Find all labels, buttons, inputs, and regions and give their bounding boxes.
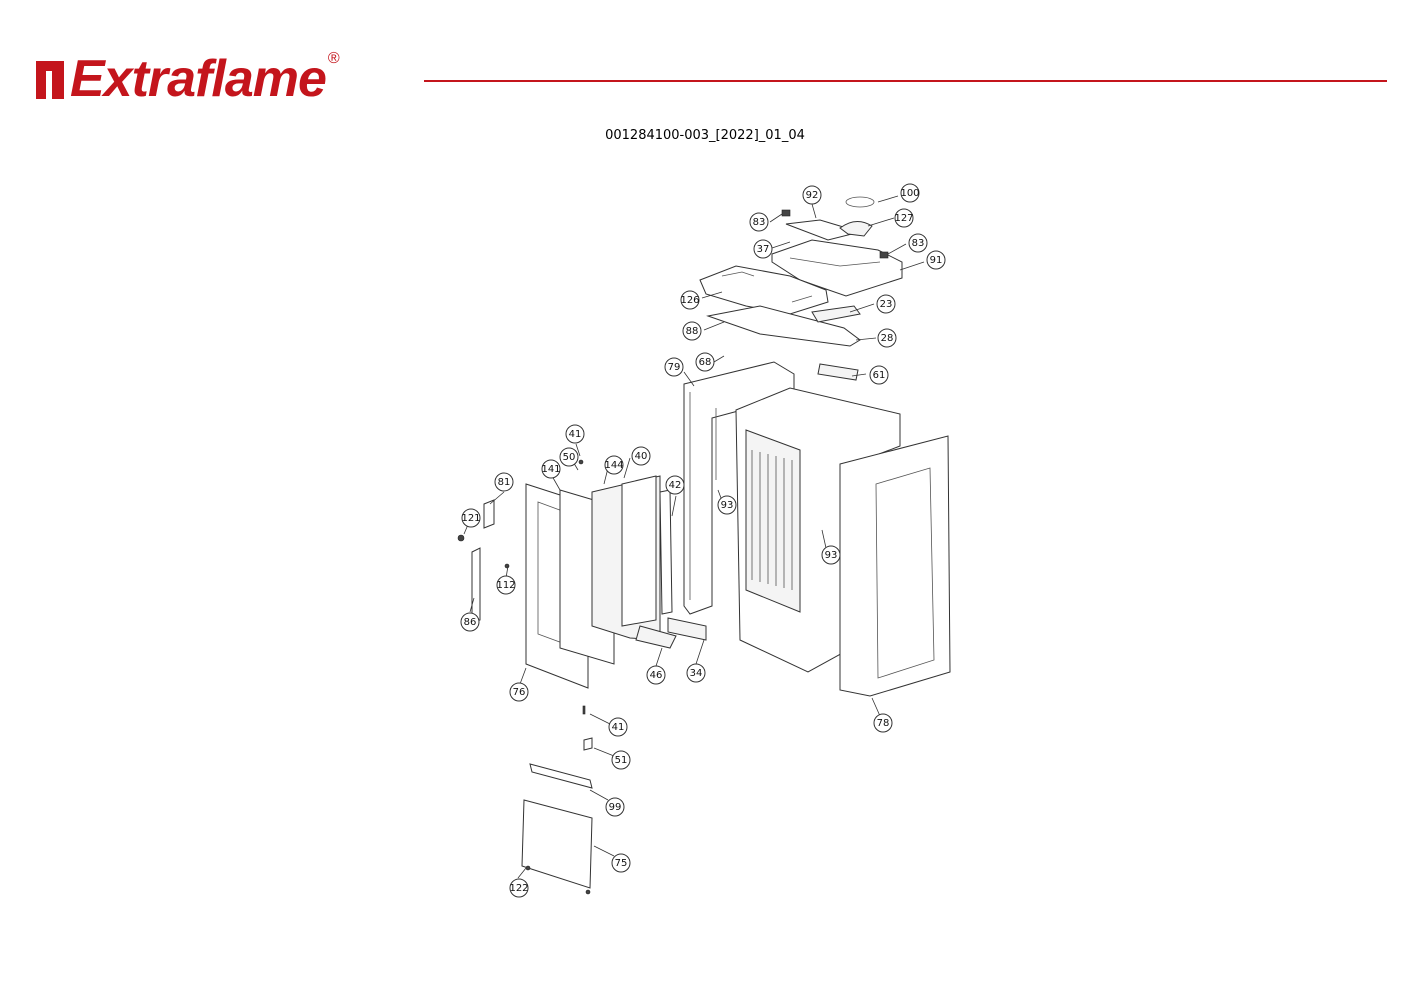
callout-121: 121: [461, 508, 481, 528]
callout-79: 79: [664, 357, 684, 377]
callout-number: 88: [686, 326, 699, 337]
callout-number: 112: [496, 580, 515, 591]
callout-number: 61: [873, 370, 886, 381]
callout-number: 100: [900, 188, 919, 199]
callout-number: 93: [721, 500, 734, 511]
leader-lines: [463, 195, 925, 879]
callout-number: 144: [604, 460, 623, 471]
callout-68: 68: [695, 352, 715, 372]
callout-number: 79: [668, 362, 681, 373]
callout-91: 91: [926, 250, 946, 270]
callout-number: 122: [509, 883, 528, 894]
callout-75: 75: [611, 853, 631, 873]
brand-name: Extraflame: [70, 50, 327, 108]
callout-number: 37: [757, 244, 770, 255]
callout-83: 83: [908, 233, 928, 253]
callout-number: 86: [464, 617, 477, 628]
flame-logo-icon: [36, 61, 64, 99]
callout-number: 121: [461, 513, 480, 524]
callout-83: 83: [749, 212, 769, 232]
callout-86: 86: [460, 612, 480, 632]
callout-122: 122: [509, 878, 529, 898]
callout-50: 50: [559, 447, 579, 467]
callout-number: 42: [669, 480, 682, 491]
extraflame-logo: Extraflame ®: [34, 50, 340, 108]
callout-51: 51: [611, 750, 631, 770]
callout-141: 141: [541, 459, 561, 479]
stove-body: [659, 361, 951, 697]
callout-61: 61: [869, 365, 889, 385]
callout-number: 40: [635, 451, 648, 462]
callout-number: 83: [912, 238, 925, 249]
callout-number: 23: [880, 299, 893, 310]
callout-number: 46: [650, 670, 663, 681]
callout-number: 68: [699, 357, 712, 368]
door-assembly: [457, 459, 677, 689]
callout-112: 112: [496, 575, 516, 595]
callout-46: 46: [646, 665, 666, 685]
callout-41: 41: [565, 424, 585, 444]
callout-number: 41: [612, 722, 625, 733]
callout-127: 127: [894, 208, 914, 228]
callout-number: 51: [615, 755, 628, 766]
callout-number: 83: [753, 217, 766, 228]
callout-99: 99: [605, 797, 625, 817]
callout-144: 144: [604, 455, 624, 475]
callout-number: 92: [806, 190, 819, 201]
callout-78: 78: [873, 713, 893, 733]
callout-93: 93: [821, 545, 841, 565]
callout-28: 28: [877, 328, 897, 348]
top-cover-parts: [699, 196, 903, 381]
callout-number: 126: [680, 295, 699, 306]
header-rule: [424, 80, 1387, 82]
callout-41: 41: [608, 717, 628, 737]
callout-number: 75: [615, 858, 628, 869]
callout-88: 88: [682, 321, 702, 341]
callout-number: 127: [894, 213, 913, 224]
callout-number: 50: [563, 452, 576, 463]
callout-93: 93: [717, 495, 737, 515]
callout-100: 100: [900, 183, 920, 203]
callout-40: 40: [631, 446, 651, 466]
callout-34: 34: [686, 663, 706, 683]
callout-number: 141: [541, 464, 560, 475]
callout-number: 78: [877, 718, 890, 729]
callout-81: 81: [494, 472, 514, 492]
callout-number: 34: [690, 668, 703, 679]
callout-number: 81: [498, 477, 511, 488]
callout-37: 37: [753, 239, 773, 259]
callout-42: 42: [665, 475, 685, 495]
callout-number: 76: [513, 687, 526, 698]
callout-126: 126: [680, 290, 700, 310]
callout-number: 91: [930, 255, 943, 266]
callout-labels: 92 100 83 127 37 83 91 126 23 88 28 68 79 61 41 40 50 144…: [460, 183, 946, 898]
callout-number: 93: [825, 550, 838, 561]
lower-parts: [521, 705, 593, 895]
registered-mark: ®: [327, 50, 340, 67]
callout-number: 99: [609, 802, 622, 813]
callout-23: 23: [876, 294, 896, 314]
document-code: 001284100-003_[2022]_01_04: [605, 128, 805, 143]
callout-number: 28: [881, 333, 894, 344]
callout-number: 41: [569, 429, 582, 440]
callout-92: 92: [802, 185, 822, 205]
callout-76: 76: [509, 682, 529, 702]
